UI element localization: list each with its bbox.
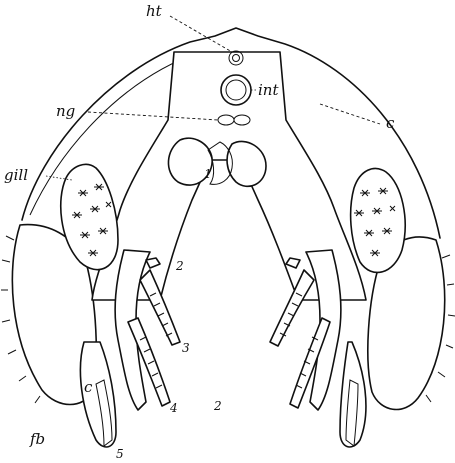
number-3: 3	[182, 341, 190, 355]
number-5: 5	[116, 447, 124, 461]
right-walking-legs	[270, 250, 341, 410]
number-4: 4	[169, 401, 178, 415]
number-2: 2	[175, 259, 184, 273]
label-intestine: int	[258, 81, 279, 99]
label-chilarium: c	[84, 378, 93, 396]
number-1: 1	[204, 167, 212, 181]
label-heart: ht	[146, 2, 163, 20]
right-gill	[351, 169, 406, 273]
label-flabellum: fb	[29, 430, 45, 448]
label-carapace: c	[386, 114, 395, 132]
label-nerve: ng	[56, 102, 75, 120]
left-gill	[61, 164, 118, 269]
right-chilarium	[340, 342, 366, 447]
label-gill: gill	[4, 166, 28, 184]
left-walking-legs	[115, 250, 180, 410]
stray-mark: 2	[213, 399, 222, 413]
